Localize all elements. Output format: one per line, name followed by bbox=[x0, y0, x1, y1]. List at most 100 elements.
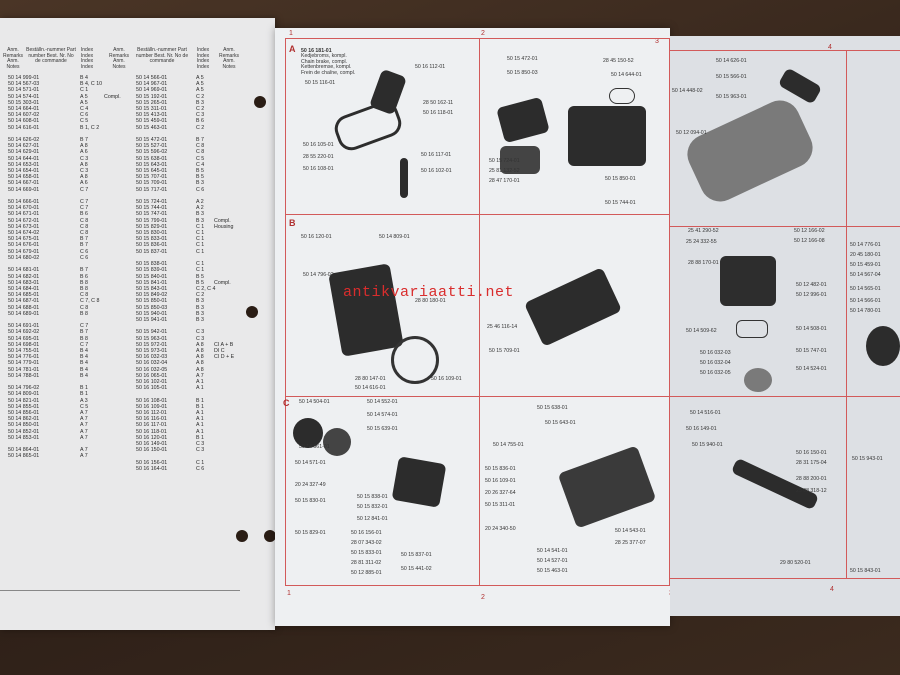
binder-hole bbox=[254, 96, 266, 108]
part-label: 50 16 181-01 bbox=[301, 48, 332, 54]
part-label: 50 15 850-03 bbox=[507, 70, 538, 76]
part-label: 50 15 441-02 bbox=[401, 566, 432, 572]
part-label: 50 15 747-01 bbox=[796, 348, 827, 354]
part-label: 25 41 290-52 bbox=[688, 228, 719, 234]
part-label: 50 15 940-01 bbox=[692, 442, 723, 448]
column-number-bottom-2: 2 bbox=[481, 594, 485, 601]
part-label: 50 16 150-01 bbox=[796, 450, 827, 456]
part-label: 50 15 116-01 bbox=[305, 80, 336, 86]
part-label: 50 14 527-01 bbox=[537, 558, 568, 564]
part-label: 50 14 565-01 bbox=[850, 286, 881, 292]
part-label: 50 15 838-01 bbox=[357, 494, 388, 500]
header-remarks-3: Anm. Remarks Anm. Notes bbox=[218, 47, 239, 70]
part-label: 28 88 170-01 bbox=[688, 260, 719, 266]
grid-line bbox=[669, 38, 670, 585]
part-description: Kedjebroms, kompl. Chain brake, compl. K… bbox=[301, 53, 356, 76]
parts-list-page: Anm. Remarks Anm. Notes Beställn.-nummer… bbox=[0, 18, 275, 630]
column-number-bottom-4: 4 bbox=[830, 586, 834, 593]
cylinder-gasket bbox=[736, 320, 768, 338]
part-label: 50 14 616-01 bbox=[355, 385, 386, 391]
grid-line bbox=[285, 38, 670, 39]
part-label: 50 15 472-01 bbox=[507, 56, 538, 62]
part-label: 50 15 943-01 bbox=[852, 456, 883, 462]
header-index-2: Index Index Index Index bbox=[196, 47, 210, 70]
part-label: 50 15 833-01 bbox=[351, 550, 382, 556]
header-index-1: Index Index Index Index bbox=[80, 47, 94, 70]
part-label: 28 31 175-04 bbox=[796, 460, 827, 466]
part-label: 50 16 108-01 bbox=[303, 166, 334, 172]
part-label: 50 16 032-04 bbox=[700, 360, 731, 366]
part-label: 50 14 524-01 bbox=[796, 366, 827, 372]
table-bottom-rule bbox=[0, 590, 240, 591]
part-label: 50 14 504-01 bbox=[299, 399, 330, 405]
part-label: 50 14 574-01 bbox=[367, 412, 398, 418]
remark-column-1: Compl. bbox=[104, 94, 121, 100]
piston bbox=[744, 368, 772, 392]
part-label: 50 15 744-01 bbox=[605, 200, 636, 206]
remark-compl: Compl. bbox=[214, 280, 231, 286]
part-label: 50 14 543-01 bbox=[615, 528, 646, 534]
remark-housing: Compl. Housing bbox=[214, 218, 234, 231]
part-label: 28 07 343-02 bbox=[351, 540, 382, 546]
grid-line bbox=[670, 226, 900, 227]
oil-pump bbox=[391, 456, 447, 508]
section-label-a: A bbox=[289, 44, 296, 54]
part-label: 50 14 448-02 bbox=[672, 88, 703, 94]
part-label: 50 16 102-01 bbox=[421, 168, 452, 174]
part-label: 50 16 156-01 bbox=[351, 530, 382, 536]
part-label: 50 15 724-01 bbox=[489, 158, 520, 164]
part-label: 50 16 109-01 bbox=[485, 478, 516, 484]
watermark-text: antikvariaatti.net bbox=[343, 284, 515, 301]
grid-line bbox=[670, 50, 900, 51]
air-filter-housing bbox=[568, 106, 646, 166]
part-label: 50 15 463-01 bbox=[537, 568, 568, 574]
part-label: 50 15 836-01 bbox=[485, 466, 516, 472]
part-label: 50 15 566-01 bbox=[716, 74, 747, 80]
part-label: 50 14 566-01 bbox=[850, 298, 881, 304]
brake-spring bbox=[400, 158, 408, 198]
clutch-shoe bbox=[323, 428, 351, 456]
grid-line bbox=[479, 38, 480, 585]
part-label: 50 14 516-01 bbox=[690, 410, 721, 416]
part-label: 50 14 780-01 bbox=[850, 308, 881, 314]
part-label: 50 14 509-62 bbox=[686, 328, 717, 334]
section-label-c: C bbox=[283, 398, 290, 408]
part-label: 50 14 626-01 bbox=[716, 58, 747, 64]
part-label: 28 47 170-01 bbox=[489, 178, 520, 184]
part-label: 50 15 639-01 bbox=[367, 426, 398, 432]
part-label: 50 12 482-01 bbox=[796, 282, 827, 288]
part-label: 28 45 150-52 bbox=[603, 58, 634, 64]
part-label: 50 14 755-01 bbox=[493, 442, 524, 448]
partno-column-2: 50 14 566-01 50 14 967-01 50 14 969-01 5… bbox=[136, 75, 168, 472]
part-label: 50 15 963-01 bbox=[716, 94, 747, 100]
plate bbox=[500, 146, 540, 174]
part-label: 50 15 850-01 bbox=[605, 176, 636, 182]
part-label: 50 16 149-01 bbox=[686, 426, 717, 432]
part-label: 25 81 132-52 bbox=[489, 168, 520, 174]
part-label: 50 16 032-05 bbox=[700, 370, 731, 376]
part-label: 50 15 638-01 bbox=[537, 405, 568, 411]
part-label: 50 15 843-01 bbox=[850, 568, 881, 574]
binder-hole bbox=[264, 530, 276, 542]
exploded-view-page: 1 2 3 1 2 3 A B C 50 16 181-01 bbox=[275, 28, 673, 626]
part-label: 28 50 162-11 bbox=[423, 100, 454, 106]
part-label: 28 80 180-01 bbox=[415, 298, 446, 304]
part-label: 50 14 561-01 bbox=[299, 444, 330, 450]
part-label: 50 16 120-01 bbox=[301, 234, 332, 240]
part-label: 25 24 332-55 bbox=[686, 239, 717, 245]
part-label: 50 14 776-01 bbox=[850, 242, 881, 248]
part-label: 50 16 105-01 bbox=[303, 142, 334, 148]
part-label: 50 16 112-01 bbox=[415, 64, 446, 70]
part-label: 50 14 541-01 bbox=[537, 548, 568, 554]
partno-column-1: 50 14 999-01 50 14 567-03 50 14 571-01 5… bbox=[8, 75, 40, 460]
part-label: 50 15 832-01 bbox=[357, 504, 388, 510]
part-label: 28 80 147-01 bbox=[355, 376, 386, 382]
part-label: 50 16 117-01 bbox=[421, 152, 452, 158]
part-label: 50 12 996-01 bbox=[796, 292, 827, 298]
exploded-view-page-right: 4 4 50 14 626-01 50 15 566-01 50 15 963-… bbox=[670, 36, 900, 616]
section-label-b: B bbox=[289, 218, 296, 228]
part-label: 50 14 644-01 bbox=[611, 72, 642, 78]
part-label: 50 15 311-01 bbox=[485, 502, 516, 508]
part-label: 28 88 200-01 bbox=[796, 476, 827, 482]
